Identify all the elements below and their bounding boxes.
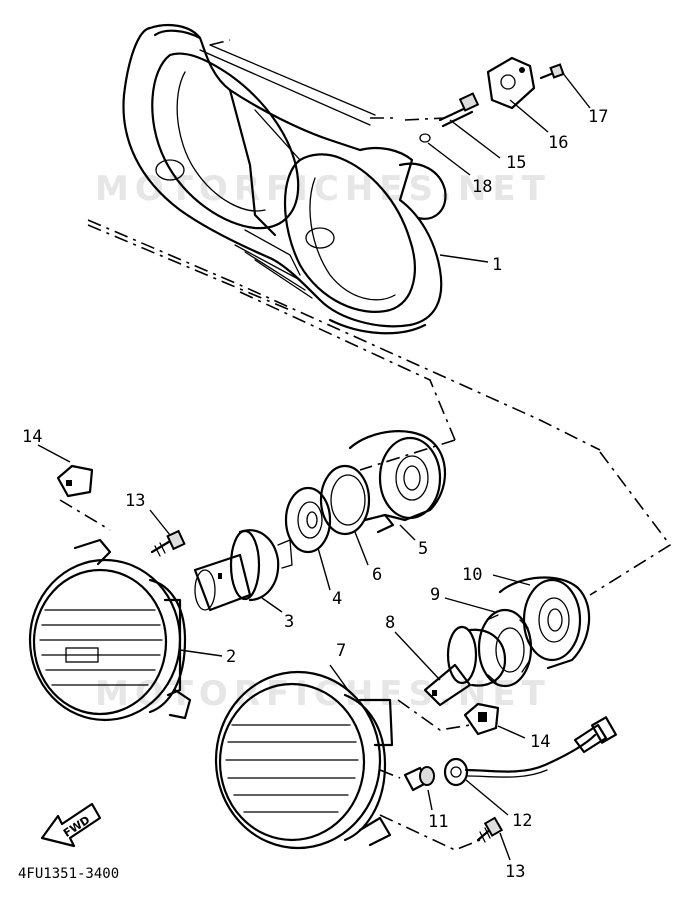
- callout-8: 8: [385, 613, 395, 633]
- diagram-code: 4FU1351-3400: [18, 866, 119, 882]
- callout-13-bottom: 13: [505, 862, 525, 882]
- callout-10: 10: [462, 565, 482, 585]
- headlight-unit-left: [28, 538, 192, 722]
- bulb-right: [423, 625, 507, 707]
- callouts: 1 2 3 4 5 6 7 8 9 10 11 12 13 13 14 14 1…: [22, 107, 608, 882]
- callout-6: 6: [372, 565, 382, 585]
- callout-4: 4: [332, 589, 342, 609]
- rear-cover-left: [348, 430, 447, 534]
- callout-12: 12: [512, 811, 532, 831]
- bolt: [539, 63, 565, 80]
- seal-ring: [319, 464, 371, 536]
- adjuster-screw: [438, 92, 480, 128]
- rear-cover-right: [498, 576, 591, 670]
- o-ring: [419, 133, 431, 143]
- fwd-label: FWD: [61, 813, 92, 840]
- callout-3: 3: [284, 612, 294, 632]
- fwd-arrow-icon: FWD: [40, 802, 102, 848]
- callout-11: 11: [428, 812, 448, 832]
- leader-lines: [37, 71, 591, 861]
- callout-15: 15: [506, 153, 526, 173]
- callout-14-bottom: 14: [530, 732, 550, 752]
- callout-16: 16: [548, 133, 568, 153]
- callout-17: 17: [588, 107, 608, 127]
- connector-14-top: [56, 464, 94, 498]
- callout-14-top: 14: [22, 427, 42, 447]
- callout-1: 1: [492, 255, 502, 275]
- callout-9: 9: [430, 585, 440, 605]
- callout-13-top: 13: [125, 491, 145, 511]
- callout-7: 7: [336, 641, 346, 661]
- watermark-bottom: MOTORFICHES.NET: [95, 674, 551, 714]
- bulb-small-11: [403, 766, 435, 792]
- connector-14-bottom: [463, 702, 500, 736]
- socket-wire-12: [443, 716, 618, 787]
- bulb-left: [193, 529, 293, 612]
- adjuster-plate: [486, 56, 536, 110]
- callout-18: 18: [472, 177, 492, 197]
- assembly-lines: [59, 39, 672, 851]
- headlight-unit-right: [214, 670, 394, 850]
- callout-2: 2: [226, 647, 236, 667]
- callout-5: 5: [418, 539, 428, 559]
- housing-bracket: [122, 23, 447, 335]
- screw-13-top: [150, 529, 186, 557]
- screw-13-bottom: [476, 816, 504, 843]
- retaining-ring: [284, 486, 332, 554]
